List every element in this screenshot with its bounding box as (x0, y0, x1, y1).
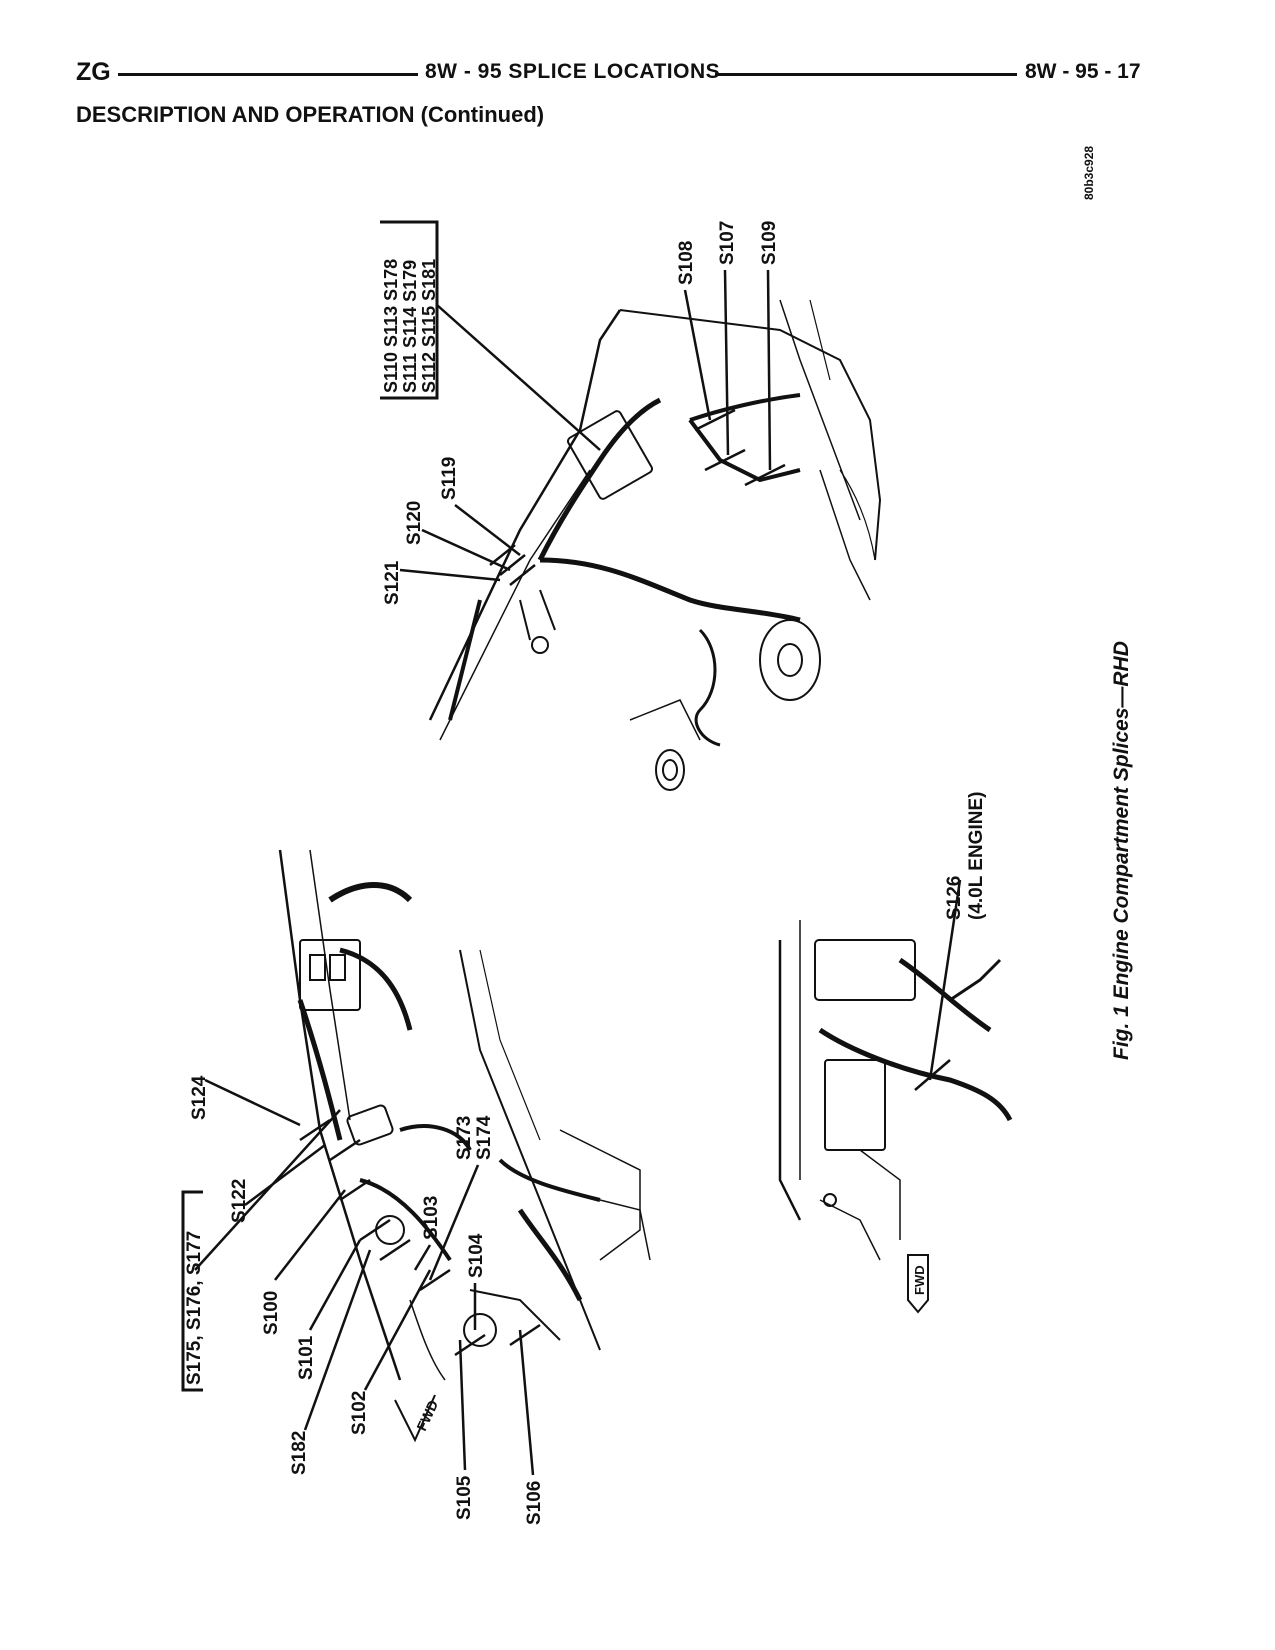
label-s100: S100 (261, 1291, 282, 1335)
leader-s100 (274, 1189, 346, 1281)
label-s108: S108 (676, 241, 697, 285)
header-left: ZG (76, 58, 111, 86)
label-s121: S121 (382, 560, 403, 605)
leader-s119 (454, 504, 521, 556)
label-s120: S120 (404, 501, 425, 545)
label-s101: S101 (296, 1335, 317, 1380)
lower-splice-group-box: S175, S176, S177 (181, 1190, 205, 1392)
fwd-label-right: FWD (912, 1265, 927, 1295)
header-rule-right (715, 73, 1017, 76)
leader-s173-s174 (428, 1164, 480, 1281)
page-header: ZG 8W - 95 SPLICE LOCATIONS 8W - 95 - 17 (0, 0, 1275, 150)
leader-s124 (204, 1078, 301, 1127)
image-code: 80b3c928 (1082, 146, 1096, 200)
group-box-lower-leader (194, 1109, 341, 1271)
label-s122: S122 (229, 1179, 250, 1223)
leader-s182 (303, 1249, 372, 1431)
label-s104: S104 (466, 1233, 487, 1278)
leader-s103 (413, 1244, 432, 1271)
figure-caption: Fig. 1 Engine Compartment Splices—RHD (1110, 641, 1133, 1060)
fwd-indicator-right: FWD (907, 1254, 929, 1314)
label-s126-engine: (4.0L ENGINE) (966, 792, 987, 920)
label-s174: S174 (474, 1115, 495, 1160)
header-rule-left (118, 73, 418, 76)
label-s124: S124 (189, 1075, 210, 1120)
label-s105: S105 (454, 1475, 475, 1520)
leader-s105 (458, 1339, 467, 1471)
label-s119: S119 (439, 457, 460, 500)
label-s106: S106 (524, 1481, 545, 1525)
upper-engine-diagram (428, 299, 882, 791)
label-s103: S103 (421, 1196, 442, 1240)
fwd-indicator-lower: FWD (394, 1394, 441, 1443)
leader-s121 (399, 568, 501, 582)
label-s182: S182 (289, 1431, 310, 1475)
leader-s107 (723, 269, 730, 456)
upper-splice-group-box: S110 S113 S178 S111 S114 S179 S112 S115 … (380, 220, 439, 400)
leader-s122 (244, 1144, 326, 1206)
group-box-upper-line-2: S111 S114 S179 (400, 260, 420, 393)
leader-s126 (928, 879, 962, 1081)
leader-s120 (421, 528, 511, 572)
fwd-label-lower: FWD (413, 1398, 441, 1434)
splice-marks-lower (299, 1118, 541, 1357)
header-page-number: 8W - 95 - 17 (1025, 60, 1141, 83)
label-s173: S173 (454, 1116, 475, 1160)
group-box-upper-line-1: S110 S113 S178 (381, 259, 401, 393)
splice-mark-s126 (914, 1059, 951, 1091)
label-s102: S102 (349, 1391, 370, 1435)
splice-marks-s119-s121 (489, 544, 536, 586)
leader-s108 (683, 289, 712, 421)
splice-marks-s107-s109 (694, 408, 786, 487)
leader-s109 (766, 269, 772, 471)
group-box-upper-leader (436, 304, 601, 451)
label-s107: S107 (717, 221, 738, 265)
group-box-upper-line-3: S112 S115 S181 (419, 259, 439, 393)
lower-engine-diagram (278, 849, 651, 1381)
header-center: 8W - 95 SPLICE LOCATIONS (425, 60, 721, 83)
s126-diagram (778, 920, 1013, 1261)
leader-s106 (518, 1329, 535, 1476)
leader-s101 (308, 1239, 362, 1331)
leader-s102 (363, 1269, 432, 1391)
label-s109: S109 (759, 221, 780, 265)
group-box-lower-text: S175, S176, S177 (184, 1231, 205, 1385)
section-heading: DESCRIPTION AND OPERATION (Continued) (76, 102, 545, 127)
